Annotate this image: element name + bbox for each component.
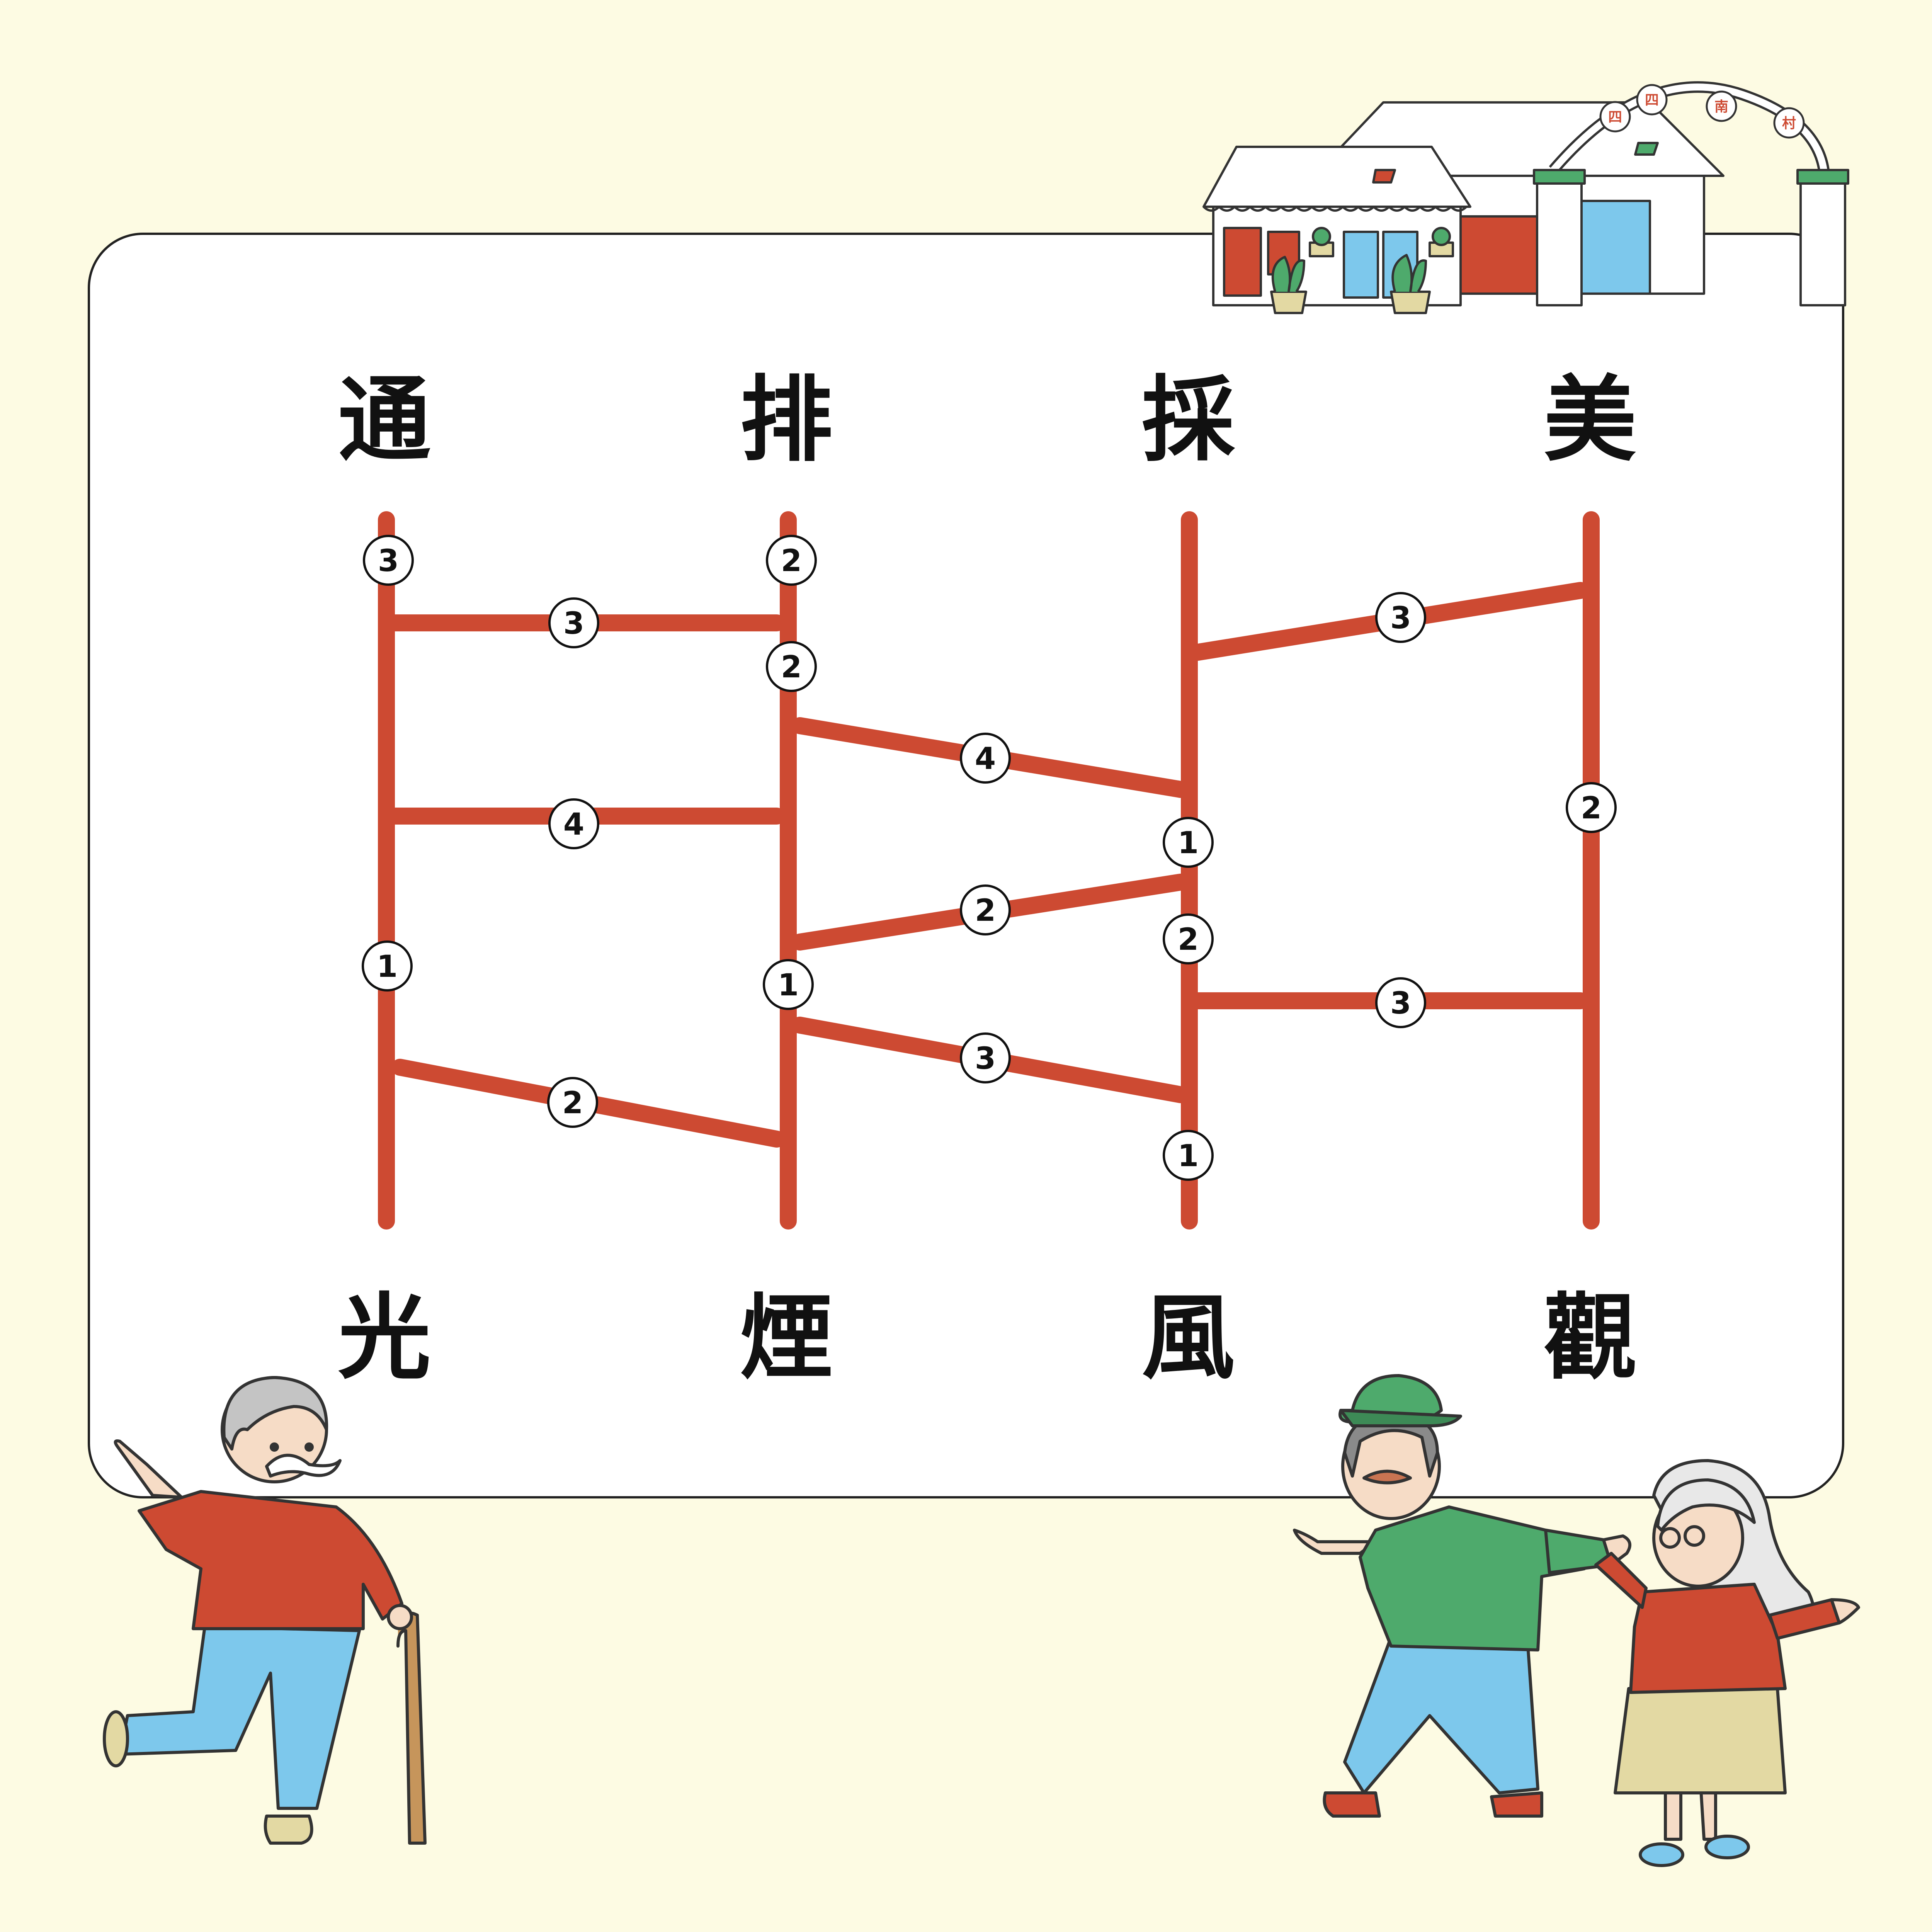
rung-badge-1 — [548, 597, 599, 648]
rung-badge-7 — [1375, 592, 1426, 643]
top-word-4: 美 — [1544, 366, 1636, 474]
top-word-1: 通 — [338, 366, 431, 474]
rung-badge-5 — [960, 884, 1011, 935]
elderly-man-green-cap — [1293, 1374, 1631, 1818]
elderly-woman — [1594, 1459, 1860, 1867]
rung-badge-6 — [960, 1032, 1011, 1083]
rung-label-4: 4 — [975, 742, 996, 776]
rung-label-8: 3 — [1390, 986, 1411, 1021]
rung-label-1: 3 — [563, 606, 584, 641]
post-badge-9 — [1566, 782, 1617, 833]
rung-badge-4 — [960, 733, 1011, 784]
sign-char-3: 南 — [1714, 99, 1728, 115]
bottom-word-4: 觀 — [1544, 1284, 1636, 1392]
top-word-2: 排 — [740, 366, 833, 474]
post-badge-8 — [1163, 1130, 1214, 1181]
rung-badge-2 — [548, 798, 599, 849]
post-label-5: 1 — [778, 968, 799, 1003]
post-label-6: 1 — [1178, 826, 1199, 861]
top-word-3: 採 — [1142, 366, 1235, 474]
rung-label-3: 2 — [562, 1086, 583, 1121]
rung-label-7: 3 — [1390, 601, 1411, 636]
sign-char-1: 四 — [1608, 109, 1622, 125]
sign-char-2: 四 — [1645, 92, 1659, 108]
puzzle-board — [88, 233, 1844, 1498]
post-label-4: 2 — [781, 650, 802, 685]
post-badge-7 — [1163, 913, 1214, 964]
rung-label-2: 4 — [563, 807, 584, 842]
post-number-badges: 3 1 2 2 1 1 2 1 2 — [362, 535, 1617, 1181]
rung-label-5: 2 — [975, 893, 996, 928]
bottom-word-2: 煙 — [740, 1284, 833, 1392]
rung-badge-3 — [547, 1077, 598, 1128]
bottom-word-1: 光 — [338, 1284, 431, 1392]
post-label-2: 1 — [377, 949, 398, 984]
post-badge-5 — [763, 959, 814, 1010]
rung-number-badges: 3 4 2 4 2 3 3 3 — [547, 592, 1426, 1128]
post-badge-3 — [766, 535, 817, 586]
post-label-3: 2 — [781, 544, 802, 578]
post-badge-1 — [363, 535, 414, 586]
rung-label-6: 3 — [975, 1041, 996, 1076]
rung-badge-8 — [1375, 977, 1426, 1028]
elderly-man-with-cane — [103, 1376, 427, 1845]
sign-char-4: 村 — [1782, 116, 1796, 131]
village-sign: 四 四 南 村 — [1599, 84, 1805, 139]
post-badge-2 — [362, 940, 413, 992]
bottom-word-3: 風 — [1142, 1284, 1235, 1392]
post-label-9: 2 — [1581, 791, 1602, 826]
post-label-8: 1 — [1178, 1139, 1199, 1173]
post-badge-6 — [1163, 817, 1214, 868]
post-badge-4 — [766, 641, 817, 692]
post-label-1: 3 — [378, 544, 399, 578]
village-houses — [1202, 81, 1849, 314]
post-label-7: 2 — [1178, 922, 1199, 957]
